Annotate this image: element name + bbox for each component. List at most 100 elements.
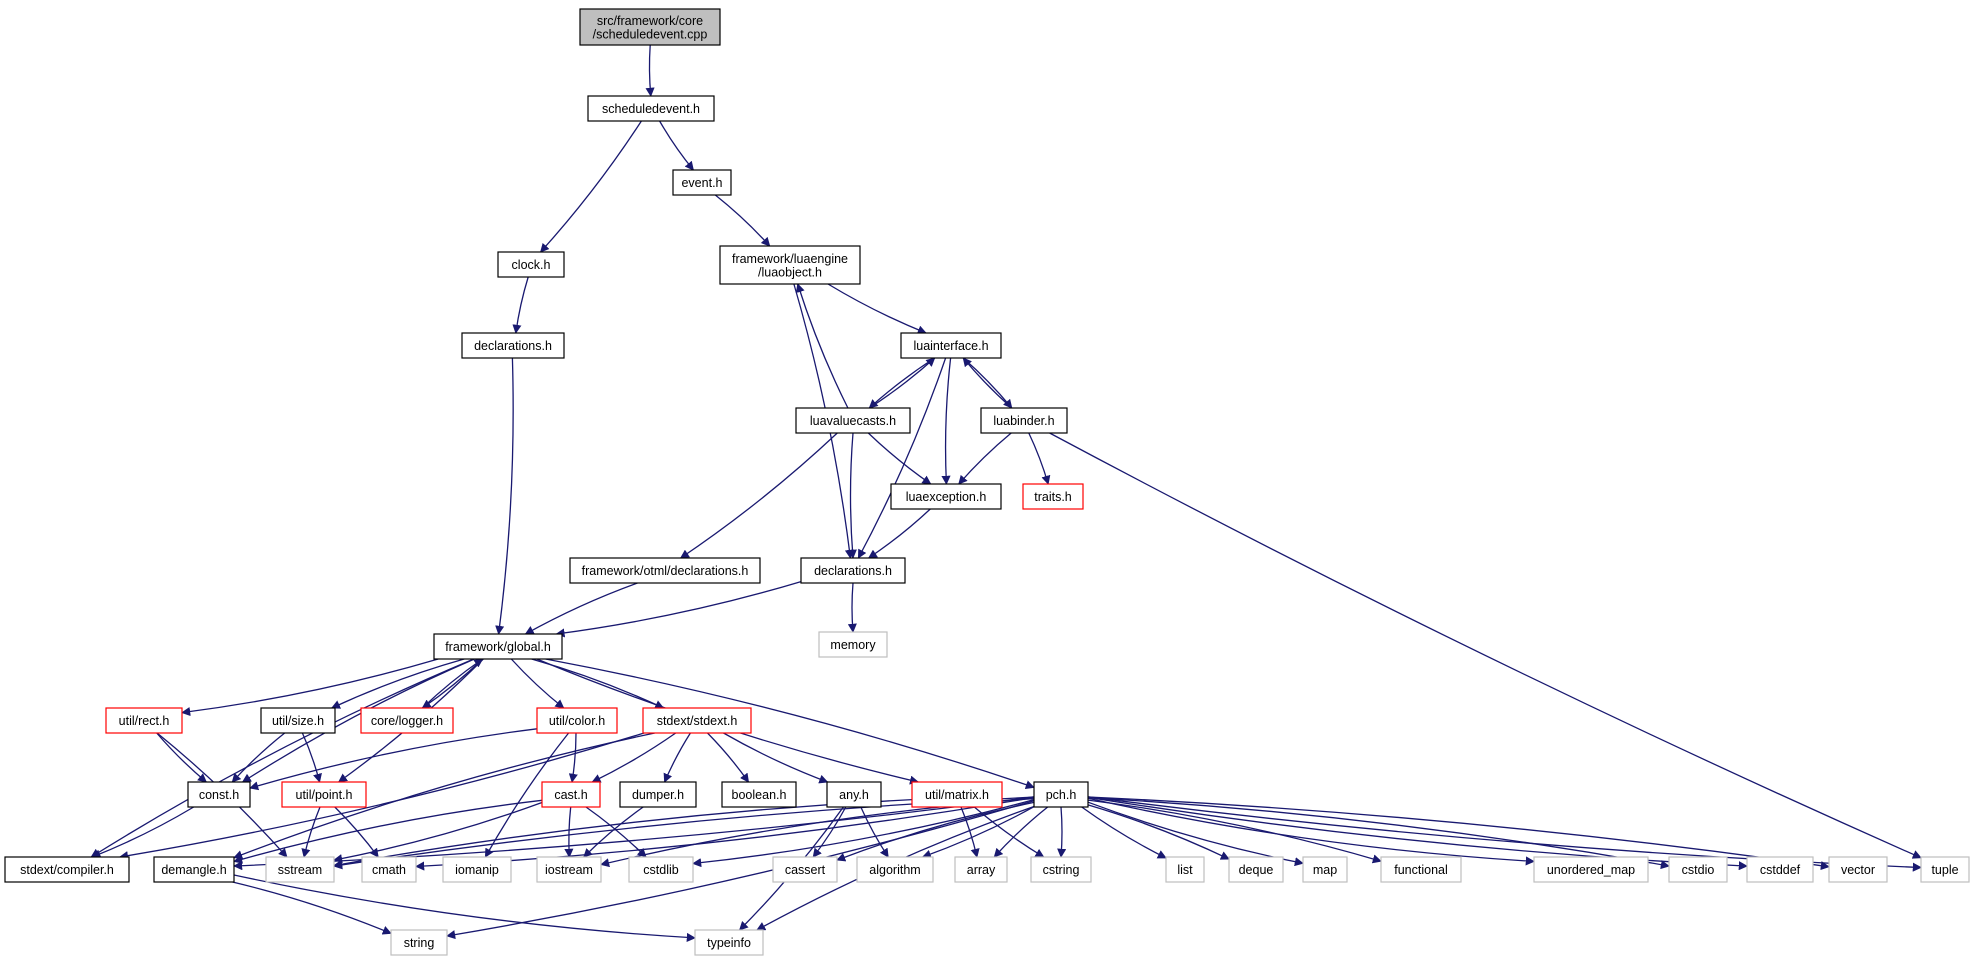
node-root[interactable]: src/framework/core/scheduledevent.cpp [579,8,721,46]
edge-demangle_h-to-string [232,881,392,935]
node-cassert[interactable]: cassert [772,856,838,883]
node-box [1920,856,1970,883]
node-functional[interactable]: functional [1380,856,1462,883]
edge-cast_h-to-iostream [564,806,574,858]
node-traits-h[interactable]: traits.h [1022,483,1084,510]
node-box [818,631,888,658]
edge-luavaluecasts_h-to-otml_declarations [679,432,838,559]
node-label: iostream [545,863,593,877]
node-global-h[interactable]: framework/global.h [433,633,563,660]
edge-global_h-to-rect_h [181,658,439,717]
node-box [980,407,1068,434]
node-box [721,781,797,808]
node-box [461,332,565,359]
node-label: cstdio [1682,863,1715,877]
node-const-h[interactable]: const.h [187,781,251,808]
node-luainterface-h[interactable]: luainterface.h [900,332,1002,359]
node-list[interactable]: list [1165,856,1205,883]
node-cstring[interactable]: cstring [1030,856,1092,883]
edge-global_h-to-logger_h [421,658,484,709]
node-algorithm[interactable]: algorithm [856,856,934,883]
node-event-h[interactable]: event.h [672,169,732,196]
edge-luavaluecasts_h-to-luaobject_h [795,283,849,409]
node-box [569,557,761,584]
node-label: cstring [1043,863,1080,877]
node-box [541,781,601,808]
node-box [856,856,934,883]
node-dumper-h[interactable]: dumper.h [619,781,697,808]
node-declarations-lua[interactable]: declarations.h [800,557,906,584]
node-string[interactable]: string [390,929,448,956]
node-box [587,95,715,122]
node-box [1380,856,1462,883]
node-cstdlib[interactable]: cstdlib [628,856,694,883]
node-label: /scheduledevent.cpp [593,27,708,41]
node-any-h[interactable]: any.h [826,781,882,808]
edge-pch_h-to-functional [1087,799,1382,864]
node-typeinfo[interactable]: typeinfo [694,929,764,956]
node-logger-h[interactable]: core/logger.h [360,707,454,734]
node-demangle-h[interactable]: demangle.h [153,856,235,883]
edge-cast_h-to-cstdlib [585,806,647,858]
node-box [795,407,911,434]
node-cstdio[interactable]: cstdio [1668,856,1728,883]
node-box [433,633,563,660]
node-point-h[interactable]: util/point.h [281,781,367,808]
edge-pch_h-to-array [993,806,1049,858]
edge-declarations_core-to-global_h [495,357,514,635]
node-color-h[interactable]: util/color.h [536,707,618,734]
node-label: framework/luaengine [732,252,848,266]
node-box [1533,856,1649,883]
node-deque[interactable]: deque [1228,856,1284,883]
node-box [281,781,367,808]
node-label: list [1177,863,1193,877]
node-label: algorithm [869,863,920,877]
edge-pch_h-to-cstddef [1087,796,1748,871]
node-box [694,929,764,956]
node-rect-h[interactable]: util/rect.h [105,707,183,734]
node-size-h[interactable]: util/size.h [260,707,336,734]
node-scheduledevent-h[interactable]: scheduledevent.h [587,95,715,122]
node-clock-h[interactable]: clock.h [497,251,565,278]
node-compiler-h[interactable]: stdext/compiler.h [4,856,130,883]
node-stdext-h[interactable]: stdext/stdext.h [642,707,752,734]
node-luaobject-h[interactable]: framework/luaengine/luaobject.h [719,245,861,285]
node-label: util/rect.h [119,714,170,728]
node-tuple[interactable]: tuple [1920,856,1970,883]
node-box [772,856,838,883]
node-iomanip[interactable]: iomanip [442,856,512,883]
node-cast-h[interactable]: cast.h [541,781,601,808]
edge-scheduledevent_h-to-event_h [659,120,694,171]
node-boolean-h[interactable]: boolean.h [721,781,797,808]
node-luaexception-h[interactable]: luaexception.h [890,483,1002,510]
node-sstream[interactable]: sstream [265,856,335,883]
node-cmath[interactable]: cmath [361,856,417,883]
node-box [1033,781,1089,808]
node-luavaluecasts-h[interactable]: luavaluecasts.h [795,407,911,434]
node-declarations-core[interactable]: declarations.h [461,332,565,359]
node-matrix-h[interactable]: util/matrix.h [911,781,1003,808]
edge-pch_h-to-demangle_h [233,796,1035,871]
node-iostream[interactable]: iostream [536,856,602,883]
node-map[interactable]: map [1302,856,1348,883]
node-memory[interactable]: memory [818,631,888,658]
node-label: cast.h [554,788,587,802]
edge-any_h-to-algorithm [860,806,889,858]
node-box [800,557,906,584]
node-pch-h[interactable]: pch.h [1033,781,1089,808]
node-vector[interactable]: vector [1828,856,1888,883]
node-otml-declarations[interactable]: framework/otml/declarations.h [569,557,761,584]
edge-global_h-to-size_h [330,658,465,709]
edge-rect_h-to-const_h [156,732,207,783]
node-luabinder-h[interactable]: luabinder.h [980,407,1068,434]
node-cstddef[interactable]: cstddef [1746,856,1814,883]
node-array[interactable]: array [954,856,1008,883]
node-label: array [967,863,996,877]
edge-declarations_lua-to-memory [847,582,857,633]
node-label: tuple [1931,863,1958,877]
node-unordered-map[interactable]: unordered_map [1533,856,1649,883]
edge-stdext_h-to-dumper_h [663,732,691,783]
node-box [628,856,694,883]
edge-clock_h-to-declarations_core [512,276,529,334]
